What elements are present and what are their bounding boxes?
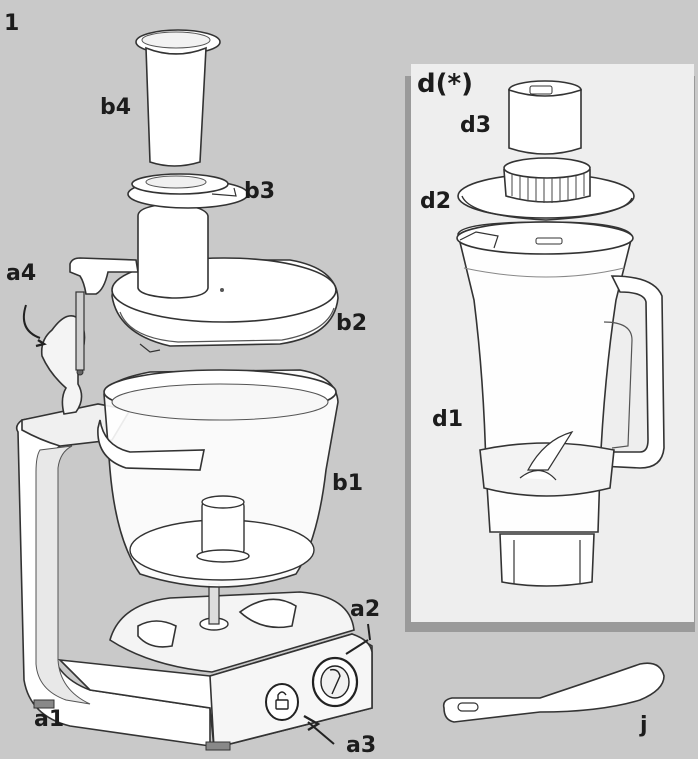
label-a3: a3 xyxy=(346,733,376,758)
label-b2: b2 xyxy=(336,311,367,336)
blender-jar xyxy=(456,221,665,587)
callout-lines xyxy=(22,304,371,745)
label-a1: a1 xyxy=(34,707,64,732)
speed-dial-control xyxy=(311,656,359,708)
processor-bowl xyxy=(97,369,339,588)
label-d2: d2 xyxy=(420,189,451,214)
label-b4: b4 xyxy=(100,95,131,120)
label-a2: a2 xyxy=(350,597,380,622)
blender-lid xyxy=(457,157,635,221)
label-b3: b3 xyxy=(244,179,275,204)
base-pads xyxy=(137,583,297,648)
lock-button xyxy=(265,683,299,721)
spatula xyxy=(442,662,665,723)
release-lever xyxy=(40,291,86,415)
feed-tube-collar xyxy=(127,173,249,209)
label-b1: b1 xyxy=(332,471,363,496)
label-d-group: d(*) xyxy=(417,69,473,99)
label-d1: d1 xyxy=(432,407,463,432)
label-j: j xyxy=(639,713,648,738)
label-a4: a4 xyxy=(6,261,36,286)
figure-number: 1 xyxy=(4,11,19,36)
label-d3: d3 xyxy=(460,113,491,138)
blender-cap xyxy=(508,80,582,155)
processor-lid xyxy=(69,203,339,353)
food-pusher xyxy=(135,29,221,167)
